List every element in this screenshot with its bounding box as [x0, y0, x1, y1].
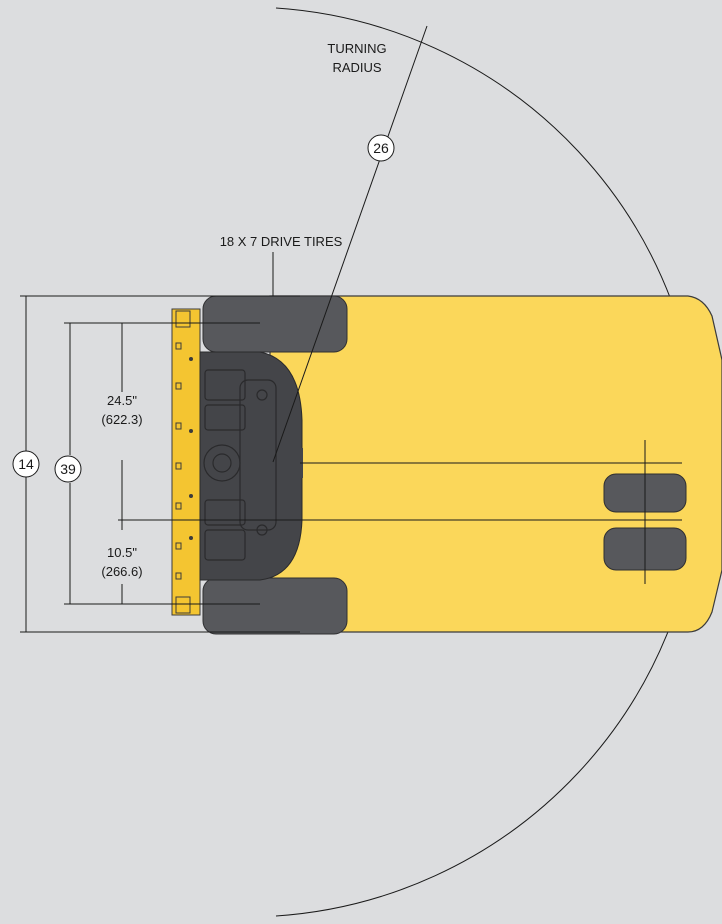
callout-overall-width-text: 14: [18, 456, 34, 472]
plate-slots: [175, 342, 182, 580]
turning-radius-line: [272, 25, 428, 463]
front-plate: [171, 308, 201, 616]
drive-unit: [199, 351, 303, 581]
plate-bolts: [189, 357, 193, 540]
dim-lower-mm: (266.6): [101, 564, 142, 579]
turning-radius-label-1: TURNING: [327, 41, 386, 56]
callout-inner-width: 39: [54, 455, 82, 483]
plate-tab-top: [175, 310, 191, 328]
dim-lower-inches: 10.5": [107, 545, 137, 560]
drive-tires-label: 18 X 7 DRIVE TIRES: [220, 234, 343, 249]
drive-unit-details: [203, 369, 277, 561]
drive-tire-top: [202, 295, 348, 353]
turning-radius-label-2: RADIUS: [332, 60, 381, 75]
callout-radius: 26: [367, 134, 395, 162]
dim-upper-mm: (622.3): [101, 412, 142, 427]
dim-upper-inches: 24.5": [107, 393, 137, 408]
plate-tab-bottom: [175, 596, 191, 614]
callout-radius-text: 26: [373, 140, 389, 156]
callout-overall-width: 14: [12, 450, 40, 478]
drive-tire-bottom: [202, 577, 348, 635]
callout-inner-width-text: 39: [60, 461, 76, 477]
